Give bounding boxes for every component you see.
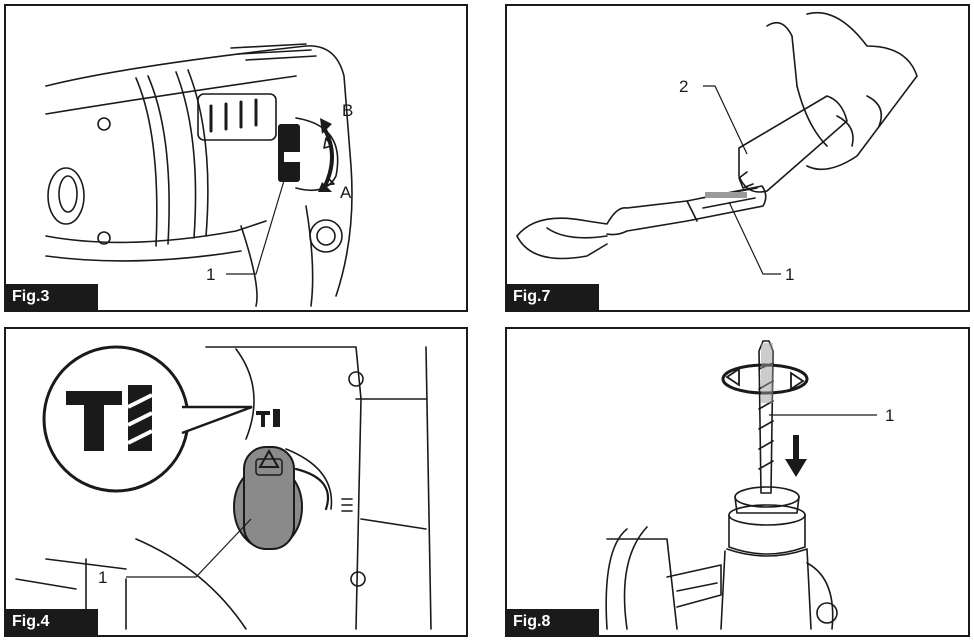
- fig7-tag: Fig.7: [507, 284, 599, 310]
- fig7-leader-2: [703, 85, 748, 155]
- fig3-leader-line: [226, 173, 287, 275]
- fig7-callout-2: 2: [679, 77, 688, 96]
- fig8-tag: Fig.8: [507, 609, 599, 635]
- fig4-illustration: 1: [15, 345, 432, 630]
- fig3-label-b: B: [342, 101, 353, 120]
- hammer-drill-small-icon: [256, 409, 280, 427]
- fig3-callout-1: 1: [206, 265, 215, 284]
- fig7-illustration: 2 1: [516, 12, 918, 284]
- fig8-illustration: 1: [605, 340, 894, 630]
- fig3-illustration: 1 B A: [45, 43, 353, 307]
- fig3-tag: Fig.3: [6, 284, 98, 310]
- figure-panel-fig4: 1 Fig.4: [4, 327, 468, 637]
- figure-panel-fig7: 2 1 Fig.7: [505, 4, 970, 312]
- fig7-leader-1: [728, 201, 781, 275]
- fig4-tag: Fig.4: [6, 609, 98, 635]
- fig8-callout-1: 1: [885, 406, 894, 425]
- fig8-feed-arrow: [785, 435, 807, 477]
- fig4-leader-line: [126, 518, 252, 578]
- fig3-rotation-arrows: [322, 127, 334, 189]
- fig4-callout-1: 1: [98, 568, 107, 587]
- fig3-label-a: A: [340, 183, 352, 202]
- fig4-magnifier: [42, 345, 190, 493]
- fig4-mode-knob: [233, 446, 303, 550]
- figure-panel-fig8: 1 Fig.8: [505, 327, 970, 637]
- figure-panel-fig3: 1 B A Fig.3: [4, 4, 468, 312]
- fig7-callout-1: 1: [785, 265, 794, 284]
